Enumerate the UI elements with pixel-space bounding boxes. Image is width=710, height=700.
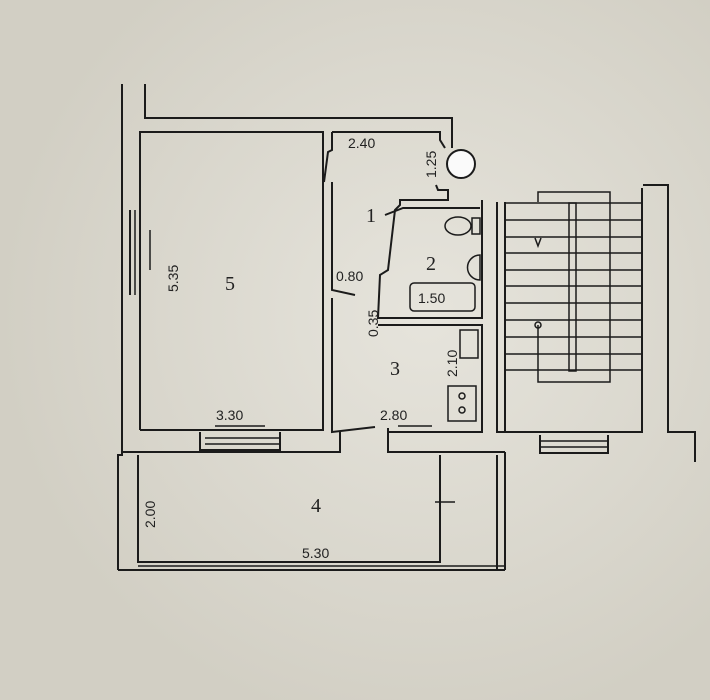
room-number-3: 3: [390, 358, 400, 380]
room-number-2: 2: [426, 253, 436, 275]
dim-room1-depth: 1.25: [423, 151, 439, 178]
ventilation-shaft-icon: [446, 149, 476, 179]
dim-balcony-width: 5.30: [302, 545, 329, 561]
dim-kitchen-width: 2.80: [380, 407, 407, 423]
kitchen-sink-icon: [459, 329, 479, 359]
dim-room5-width: 3.30: [216, 407, 243, 423]
bathtub-icon: [409, 282, 476, 312]
room-number-5: 5: [225, 273, 235, 295]
stairwell: [496, 184, 696, 462]
dim-wall-0-35: 0.35: [365, 310, 381, 337]
stair-arrow-icon: [534, 237, 542, 249]
stove-icon: [447, 385, 477, 422]
dim-room5-depth: 5.35: [165, 265, 181, 292]
sink-icon: [466, 254, 481, 281]
dim-door-0-80: 0.80: [336, 268, 363, 284]
dim-kitchen-depth: 2.10: [444, 350, 460, 377]
room-number-1: 1: [366, 205, 376, 227]
room-number-4: 4: [311, 495, 321, 517]
dim-bath-length: 1.50: [418, 290, 445, 306]
toilet-icon: [444, 216, 472, 236]
stair-start-icon: [534, 321, 542, 329]
dim-balcony-depth: 2.00: [142, 501, 158, 528]
walls: [117, 84, 505, 570]
balcony-walls: [118, 452, 506, 571]
dim-room1-width: 2.40: [348, 135, 375, 151]
